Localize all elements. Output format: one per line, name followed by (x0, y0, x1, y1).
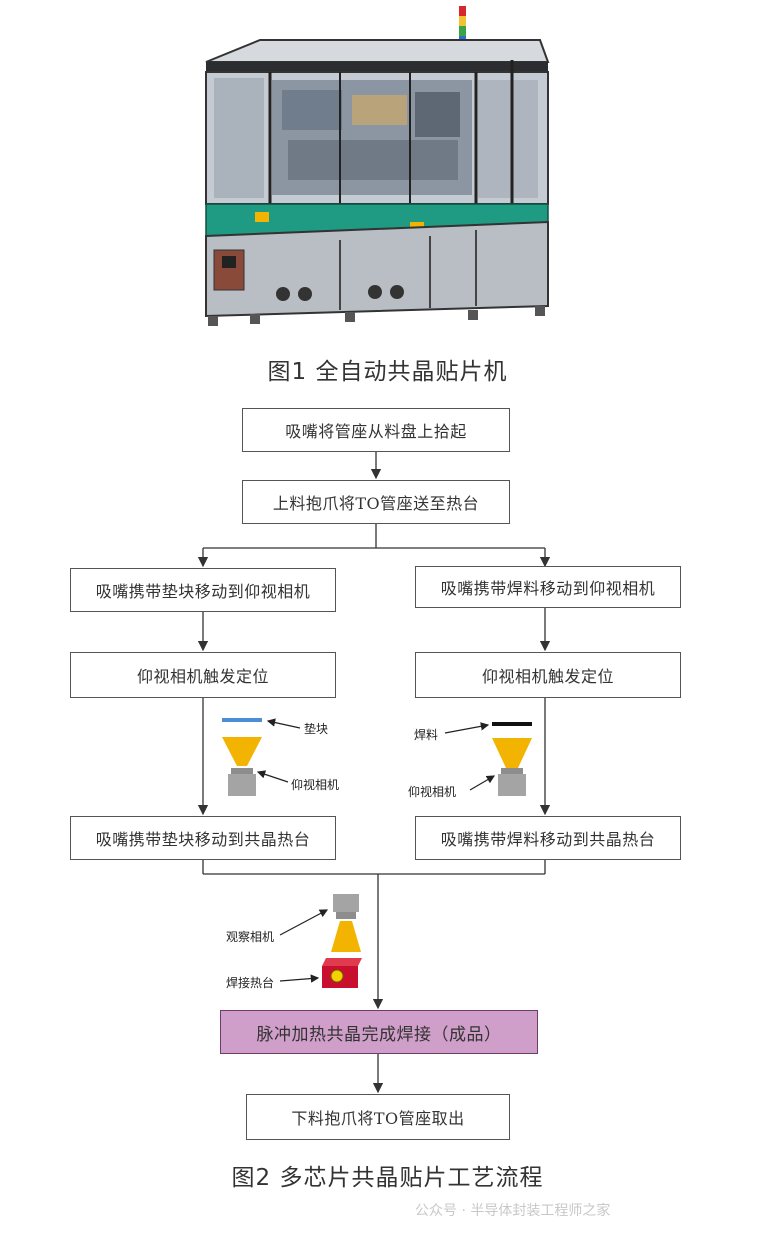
step-pick: 吸嘴将管座从料盘上拾起 (242, 408, 510, 452)
label-weld-stage: 焊接热台 (226, 976, 275, 990)
label-right-camera: 仰视相机 (408, 785, 457, 799)
machine-illustration (205, 6, 550, 326)
step-right-move: 吸嘴携带焊料移动到仰视相机 (415, 566, 681, 608)
step-left-move: 吸嘴携带垫块移动到仰视相机 (70, 568, 336, 612)
label-pad: 垫块 (304, 722, 329, 736)
step-weld: 脉冲加热共晶完成焊接（成品） (220, 1010, 538, 1054)
step-left-locate: 仰视相机触发定位 (70, 652, 336, 698)
step-right-heat: 吸嘴携带焊料移动到共晶热台 (415, 816, 681, 860)
figure1-caption: 图1 全自动共晶贴片机 (267, 359, 508, 385)
step-unload: 下料抱爪将TO管座取出 (246, 1094, 510, 1140)
step-feed: 上料抱爪将TO管座送至热台 (242, 480, 510, 524)
figure2-caption: 图2 多芯片共晶贴片工艺流程 (231, 1165, 544, 1191)
step-right-locate: 仰视相机触发定位 (415, 652, 681, 698)
label-solder: 焊料 (414, 728, 439, 742)
label-observe-camera: 观察相机 (226, 930, 275, 944)
label-left-camera: 仰视相机 (291, 778, 340, 792)
step-left-heat: 吸嘴携带垫块移动到共晶热台 (70, 816, 336, 860)
watermark: 公众号 · 半导体封装工程师之家 (415, 1203, 611, 1219)
